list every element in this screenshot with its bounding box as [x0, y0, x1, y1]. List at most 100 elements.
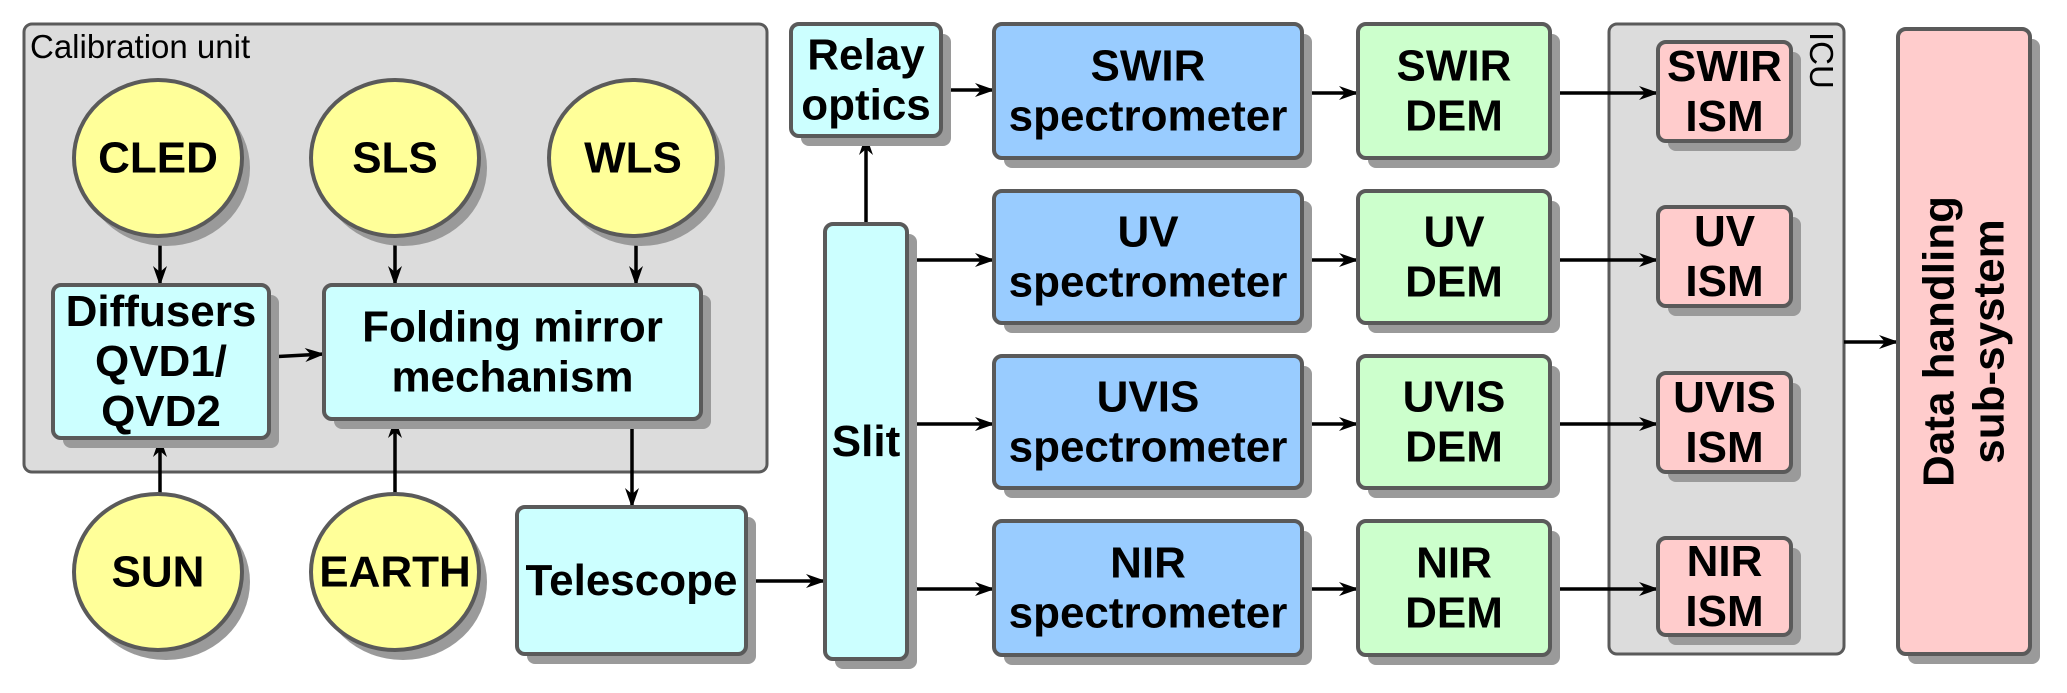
node-label-line: SWIR — [1091, 42, 1206, 91]
node-sls: SLS — [309, 78, 487, 246]
node-shape — [1356, 189, 1552, 325]
node-label: Telescope — [526, 556, 738, 605]
node-shape — [823, 222, 909, 661]
node-label: SLS — [352, 134, 438, 183]
node-label-line: UVIS — [1673, 373, 1776, 422]
node-shape — [1656, 205, 1793, 308]
node-label-line: optics — [801, 81, 931, 130]
node-shape — [1656, 40, 1793, 143]
node-label-line: SLS — [352, 134, 438, 183]
node-label-line: WLS — [584, 134, 682, 183]
node-label: SUN — [112, 548, 205, 597]
icu-group-label: ICU — [1803, 32, 1840, 89]
node-shape — [992, 519, 1304, 657]
node-shape — [992, 189, 1304, 325]
node-label-line: Relay — [807, 31, 925, 80]
node-label-line: spectrometer — [1009, 258, 1288, 307]
node-label-line: sub-system — [1965, 219, 2014, 464]
node-shape — [992, 22, 1304, 160]
node-shape — [992, 354, 1304, 490]
node-shape — [51, 283, 271, 440]
node-wls: WLS — [547, 78, 725, 246]
node-label-line: spectrometer — [1009, 92, 1288, 141]
node-label-line: NIR — [1416, 539, 1492, 588]
node-label-line: ISM — [1685, 257, 1763, 306]
node-slit: Slit — [823, 222, 917, 669]
calibration-group-label: Calibration unit — [30, 28, 250, 65]
node-shape — [1356, 519, 1552, 657]
node-label-line: SWIR — [1667, 42, 1782, 91]
node-shape — [789, 22, 943, 138]
node-label-line: SWIR — [1397, 42, 1512, 91]
node-label-line: ISM — [1685, 587, 1763, 636]
node-shape — [309, 78, 481, 238]
node-label-line: UV — [1423, 208, 1485, 257]
node-label-line: UVIS — [1403, 373, 1506, 422]
node-label-line: Folding mirror — [362, 303, 663, 352]
node-label-line: DEM — [1405, 589, 1503, 638]
node-label-line: spectrometer — [1009, 423, 1288, 472]
node-shape — [1896, 27, 2032, 656]
node-label-line: DEM — [1405, 258, 1503, 307]
node-shape — [309, 492, 481, 652]
node-shape — [1656, 536, 1793, 637]
node-shape — [515, 505, 748, 656]
node-label-line: NIR — [1110, 539, 1186, 588]
node-label-line: NIR — [1687, 537, 1763, 586]
node-shape — [1356, 22, 1552, 160]
node-label-line: ISM — [1685, 92, 1763, 141]
node-label-line: EARTH — [319, 548, 471, 597]
node-label-line: Telescope — [526, 556, 738, 605]
node-shape — [547, 78, 719, 238]
node-shape — [1356, 354, 1552, 490]
node-sun: SUN — [72, 492, 250, 660]
node-label-line: QVD2 — [101, 387, 221, 436]
node-shape — [1656, 371, 1793, 474]
node-label-line: CLED — [98, 134, 218, 183]
node-label-line: Diffusers — [66, 287, 257, 336]
node-shape — [72, 78, 244, 238]
node-label-line: QVD1/ — [95, 337, 227, 386]
node-label: WLS — [584, 134, 682, 183]
node-label-line: DEM — [1405, 92, 1503, 141]
node-shape — [322, 283, 703, 421]
node-label: EARTH — [319, 548, 471, 597]
node-label-line: UV — [1694, 207, 1756, 256]
icu-group-frame — [1607, 22, 1846, 656]
icu-group: ICU — [1607, 22, 1846, 656]
node-label-line: DEM — [1405, 423, 1503, 472]
node-label-line: spectrometer — [1009, 589, 1288, 638]
node-label-line: mechanism — [391, 353, 633, 402]
node-earth: EARTH — [309, 492, 487, 660]
node-label: CLED — [98, 134, 218, 183]
node-cled: CLED — [72, 78, 250, 246]
node-label: Slit — [832, 417, 901, 466]
node-label-line: UVIS — [1097, 373, 1200, 422]
